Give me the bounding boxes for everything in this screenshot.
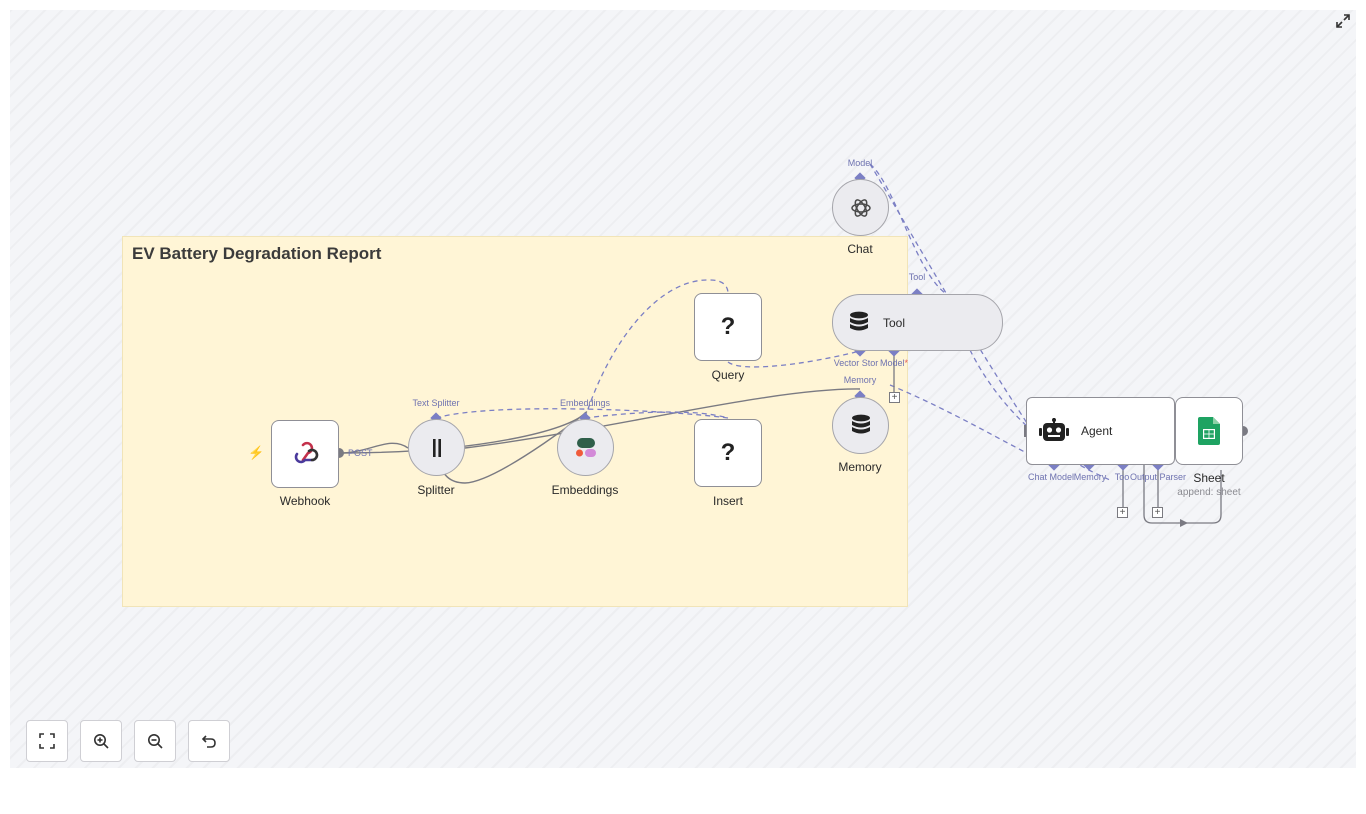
zoom-out-button[interactable]: [134, 720, 176, 762]
query-label: Query: [711, 368, 745, 382]
insert-node[interactable]: ?: [694, 419, 762, 487]
zoom-out-icon: [148, 734, 163, 749]
loop-arrowhead: [1180, 519, 1188, 527]
agent-node[interactable]: Agent: [1026, 397, 1175, 465]
sticky-note[interactable]: EV Battery Degradation Report: [122, 236, 908, 607]
openai-icon: [850, 198, 871, 217]
splitter-node[interactable]: [408, 419, 465, 476]
post-edge-label: POST: [348, 448, 373, 458]
add-tool-button[interactable]: +: [1117, 507, 1128, 518]
agent-memory-port-label: Memory: [1073, 472, 1107, 482]
webhook-icon: [294, 441, 319, 464]
add-output-parser-button[interactable]: +: [1152, 507, 1163, 518]
webhook-label: Webhook: [279, 494, 331, 508]
connection-embeddings-insert: [584, 411, 729, 419]
sheet-label: Sheet: [1193, 471, 1225, 485]
tool-port-label: Tool: [908, 272, 926, 282]
query-node[interactable]: ?: [694, 293, 762, 361]
webhook-node[interactable]: [271, 420, 339, 488]
agent-tool-port-label: Too: [1114, 472, 1130, 482]
sticky-note-title: EV Battery Degradation Report: [132, 244, 382, 263]
model-port-label: Model: [847, 158, 873, 168]
embeddings-node[interactable]: [557, 419, 614, 476]
undo-icon: [201, 735, 216, 748]
insert-label: Insert: [712, 494, 744, 508]
undo-button[interactable]: [188, 720, 230, 762]
splitter-label: Splitter: [417, 483, 455, 497]
google-sheets-icon: [1198, 417, 1220, 445]
tool-label: Tool: [883, 315, 906, 330]
splitter-icon: [432, 438, 441, 457]
question-mark-icon: ?: [720, 313, 736, 340]
add-vector-store-button[interactable]: +: [889, 392, 900, 403]
connection-embeddings-query: [584, 279, 729, 419]
chat-model-port-label: Chat Model: [1027, 472, 1075, 482]
text-splitter-port-label: Text Splitter: [412, 398, 460, 408]
connection-splitter-insert-text: [435, 408, 729, 419]
connection-query-tool: [727, 350, 861, 368]
robot-icon: [1039, 418, 1069, 441]
tool-model-port-label: Model*: [879, 358, 909, 368]
memory-node[interactable]: [832, 397, 889, 454]
vector-store-port-label: Vector Stor: [833, 358, 879, 368]
trigger-bolt-icon: ⚡: [248, 445, 265, 460]
fullscreen-icon[interactable]: [1335, 13, 1351, 29]
question-mark-icon: ?: [720, 439, 736, 466]
workflow-canvas[interactable]: EV Battery Degradation Report: [10, 10, 1356, 768]
fit-view-icon: [39, 733, 55, 749]
sheet-subtitle: append: sheet: [1177, 487, 1241, 498]
database-icon: [851, 414, 870, 433]
output-parser-port-label: Output Parser: [1129, 472, 1187, 482]
zoom-in-icon: [94, 734, 109, 749]
embeddings-label: Embeddings: [551, 483, 619, 497]
connection-memory-agent: [889, 384, 1051, 466]
connection-splitter-memory: [464, 388, 861, 449]
zoom-in-button[interactable]: [80, 720, 122, 762]
sheet-node[interactable]: [1175, 397, 1243, 465]
connection-chat-tool-model: [869, 163, 946, 294]
fit-view-button[interactable]: [26, 720, 68, 762]
embeddings-icon: [575, 437, 596, 457]
embeddings-port-label: Embeddings: [559, 398, 611, 408]
chat-node[interactable]: [832, 179, 889, 236]
connections-layer: [334, 163, 1248, 527]
chat-label: Chat: [847, 242, 873, 256]
tool-node[interactable]: Tool: [832, 294, 1003, 351]
connection-tool-agent: [969, 349, 1111, 481]
agent-label: Agent: [1081, 424, 1113, 438]
memory-port-label: Memory: [843, 375, 877, 385]
database-icon: [850, 311, 868, 330]
memory-label: Memory: [838, 460, 882, 474]
